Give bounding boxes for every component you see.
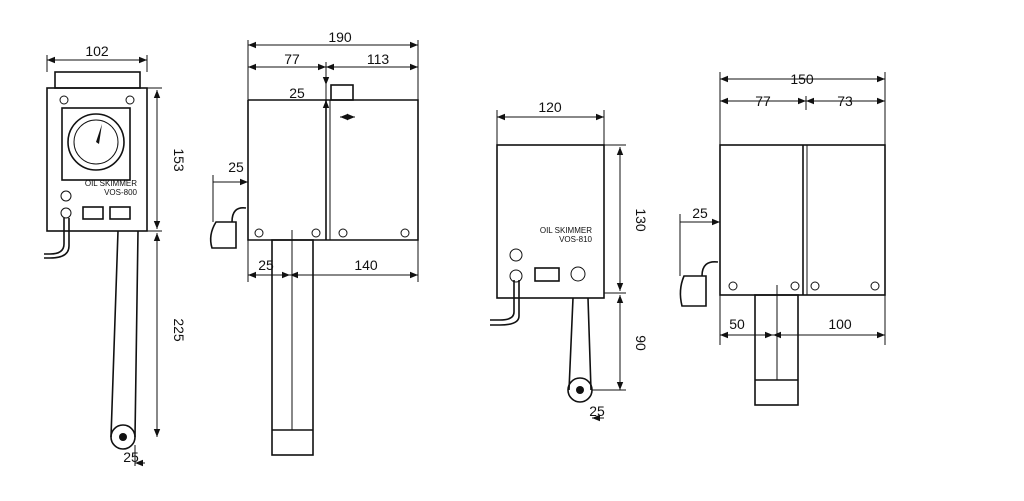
drawing-vos-810-front: 120 130 90 25 OIL SKIMMER VOS-810 [490, 99, 649, 422]
model-label-line1: OIL SKIMMER [85, 179, 137, 188]
dim-belt-length: 90 [633, 335, 649, 351]
dim-belt-length: 225 [171, 318, 187, 342]
dim-right: 113 [367, 51, 390, 67]
dim-span: 100 [828, 316, 852, 332]
dim-right: 73 [837, 93, 853, 109]
model-label-line1: OIL SKIMMER [540, 226, 592, 235]
dim-total: 150 [790, 71, 814, 87]
dim-left: 77 [284, 51, 300, 67]
dim-height: 130 [633, 208, 649, 232]
dim-width: 102 [85, 43, 109, 59]
dim-pulley: 25 [589, 403, 605, 419]
dim-height: 153 [171, 148, 187, 172]
drawing-vos-800-side: 190 77 113 25 25 25 140 [209, 29, 419, 456]
dim-hose: 25 [692, 205, 708, 221]
dim-hose: 25 [228, 159, 244, 175]
dim-span: 140 [354, 257, 378, 273]
model-label-line2: VOS-810 [559, 235, 592, 244]
dim-width: 120 [538, 99, 562, 115]
dim-left: 77 [755, 93, 771, 109]
dim-top: 25 [289, 85, 305, 101]
drawing-vos-800-front: 102 153 225 25 OIL SKIMMER VOS-800 [44, 43, 187, 467]
dim-pulley: 25 [123, 449, 139, 465]
dim-offset: 25 [258, 257, 274, 273]
dim-offset: 50 [729, 316, 745, 332]
model-label-line2: VOS-800 [104, 188, 137, 197]
drawing-vos-810-side: 150 77 73 25 50 100 [679, 71, 886, 406]
dim-total: 190 [328, 29, 352, 45]
